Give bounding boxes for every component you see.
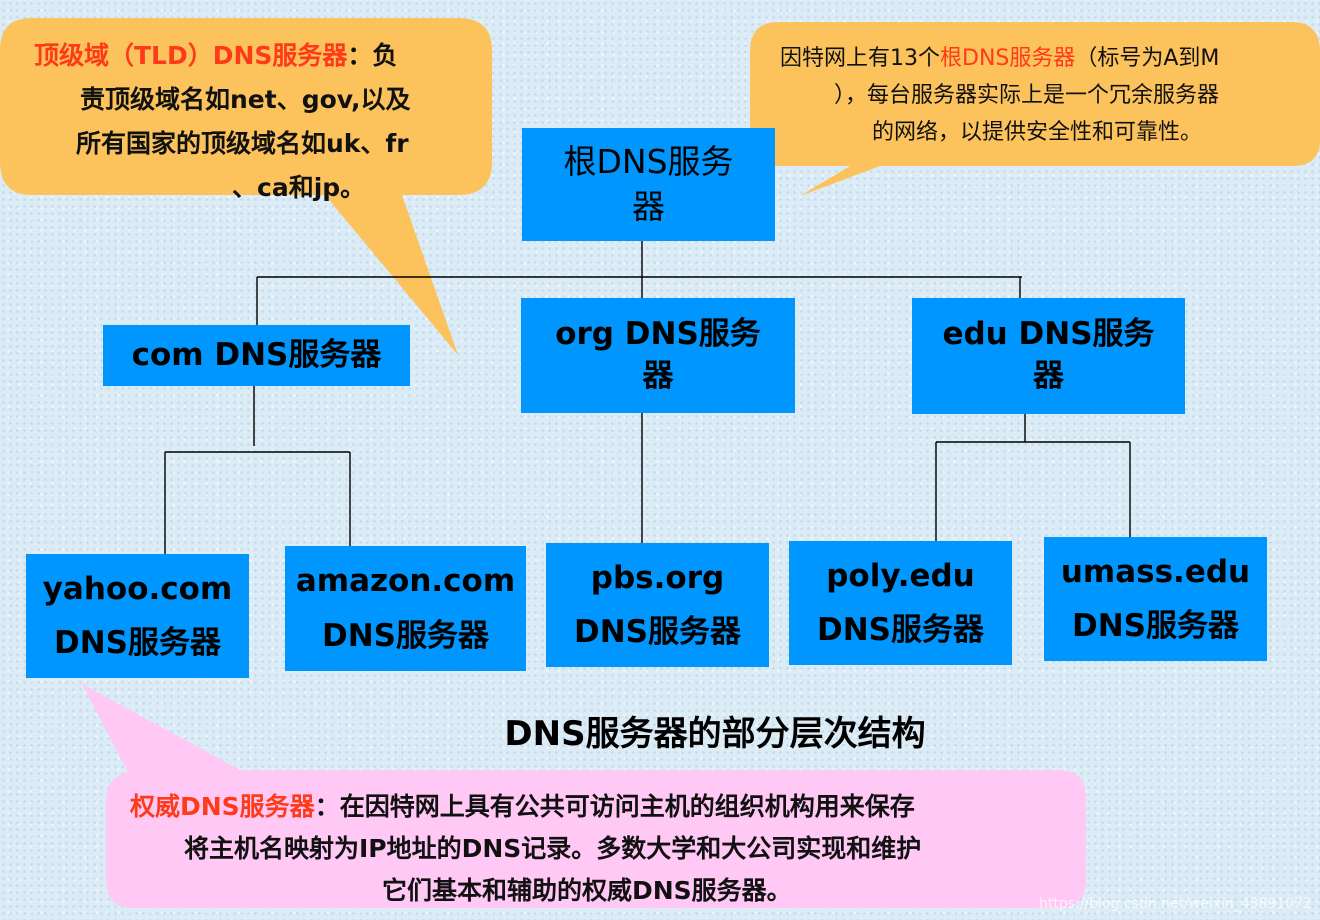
root-callout-line1-b: 根DNS服务器 xyxy=(940,46,1076,71)
edu-dns-server-node: edu DNS服务 器 xyxy=(912,298,1185,414)
tld-callout-line2: 责顶级域名如net、gov,以及 xyxy=(80,85,411,114)
com-node-label: com DNS服务器 xyxy=(131,336,382,373)
umass-dns-server-node: umass.edu DNS服务器 xyxy=(1044,537,1267,661)
auth-callout-line2: 将主机名映射为IP地址的DNS记录。多数大学和大公司实现和维护 xyxy=(184,834,922,863)
poly-dns-server-node: poly.edu DNS服务器 xyxy=(789,541,1012,665)
auth-callout-line1: ：在因特网上具有公共可访问主机的组织机构用来保存 xyxy=(314,792,915,821)
umass-node-line1: umass.edu xyxy=(1060,553,1251,590)
org-node-line1: org DNS服务 xyxy=(555,315,761,352)
root-callout-line3: 的网络，以提供安全性和可靠性。 xyxy=(872,120,1203,145)
poly-node-line1: poly.edu xyxy=(826,557,975,594)
root-callout-text: 因特网上有13个根DNS服务器（标号为A到M ），每台服务器实际上是一个冗余服务… xyxy=(780,40,1310,151)
root-callout-line1-a: 因特网上有13个 xyxy=(780,46,940,71)
edu-node-line1: edu DNS服务 xyxy=(942,316,1155,353)
tld-callout-line1: ：负 xyxy=(347,41,398,70)
com-dns-server-node: com DNS服务器 xyxy=(103,325,410,386)
watermark: https://blog.csdn.net/weixin_43891072 xyxy=(1038,896,1312,912)
org-dns-server-node: org DNS服务 器 xyxy=(521,298,795,413)
auth-callout-bubble xyxy=(82,684,1086,908)
org-node-line2: 器 xyxy=(642,357,674,394)
yahoo-dns-server-node: yahoo.com DNS服务器 xyxy=(26,554,249,678)
diagram-caption: DNS服务器的部分层次结构 xyxy=(504,714,926,754)
tld-callout-text: 顶级域（TLD）DNS服务器：负 责顶级域名如net、gov,以及 所有国家的顶… xyxy=(34,34,474,210)
auth-callout-title: 权威DNS服务器 xyxy=(130,792,315,821)
amazon-node-line2: DNS服务器 xyxy=(321,617,489,654)
tld-callout-bubble xyxy=(0,18,492,355)
yahoo-node-line2: DNS服务器 xyxy=(53,625,221,661)
root-callout-bubble xyxy=(750,22,1320,196)
pbs-dns-server-node: pbs.org DNS服务器 xyxy=(546,543,769,667)
root-node-line1: 根DNS服务 xyxy=(563,141,734,181)
pbs-node-line1: pbs.org xyxy=(590,559,725,596)
pbs-node-line2: DNS服务器 xyxy=(573,614,741,650)
root-callout-line2: ），每台服务器实际上是一个冗余服务器 xyxy=(834,83,1220,108)
root-callout-line1-c: （标号为A到M xyxy=(1075,46,1220,71)
root-node-line2: 器 xyxy=(631,186,665,226)
auth-callout-line3: 它们基本和辅助的权威DNS服务器。 xyxy=(382,876,792,905)
edu-node-line2: 器 xyxy=(1033,358,1064,394)
poly-node-line2: DNS服务器 xyxy=(816,612,984,648)
amazon-node-line1: amazon.com xyxy=(295,563,516,600)
umass-node-line2: DNS服务器 xyxy=(1071,608,1239,644)
tld-callout-title: 顶级域（TLD）DNS服务器 xyxy=(34,41,348,70)
auth-callout-text: 权威DNS服务器：在因特网上具有公共可访问主机的组织机构用来保存 将主机名映射为… xyxy=(130,786,1080,912)
tld-callout-line4: 、ca和jp。 xyxy=(232,173,366,202)
root-dns-server-node: 根DNS服务 器 xyxy=(522,128,775,241)
yahoo-node-line1: yahoo.com xyxy=(42,570,233,607)
tree-connectors xyxy=(164,218,1131,554)
tld-callout-line3: 所有国家的顶级域名如uk、fr xyxy=(76,129,409,158)
amazon-dns-server-node: amazon.com DNS服务器 xyxy=(285,546,526,671)
